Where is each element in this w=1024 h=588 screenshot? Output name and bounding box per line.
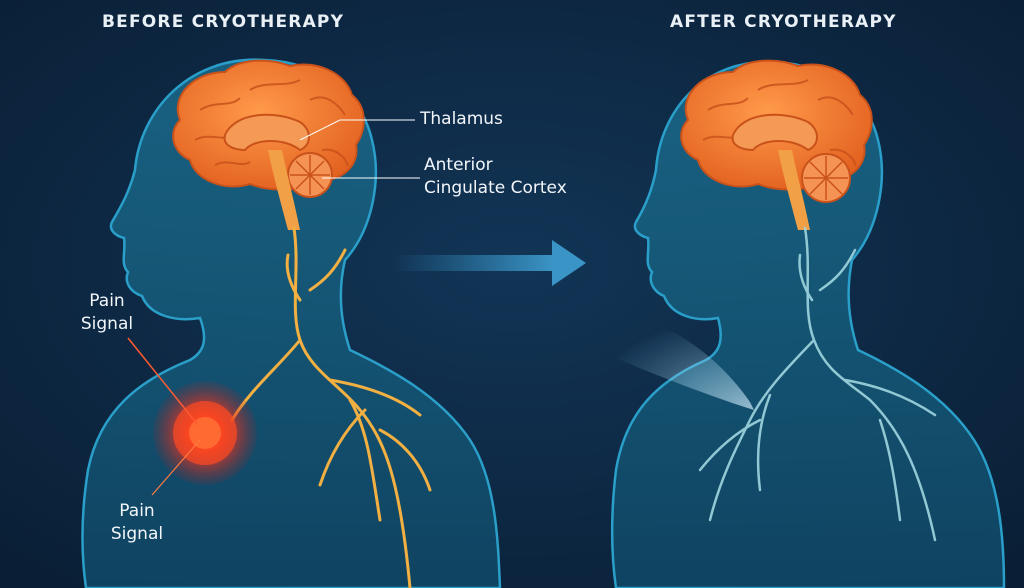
pain-pointer-upper bbox=[127, 337, 199, 426]
left-thalamus bbox=[223, 113, 310, 152]
left-cingulate-texture bbox=[290, 155, 330, 195]
right-thalamus bbox=[731, 113, 818, 152]
left-brainstem bbox=[268, 150, 300, 230]
left-brain-folds bbox=[194, 79, 349, 167]
pain-signal-lower-label: Pain Signal bbox=[102, 500, 172, 546]
right-arrow-icon bbox=[552, 240, 586, 286]
thalamus-label: Thalamus bbox=[420, 109, 503, 129]
left-figure bbox=[81, 58, 502, 588]
pain-signal-upper-label: Pain Signal bbox=[72, 290, 142, 336]
pain-upper-line1: Pain bbox=[89, 291, 125, 311]
pain-lower-line2: Signal bbox=[110, 524, 164, 544]
before-heading: BEFORE CRYOTHERAPY bbox=[102, 12, 345, 32]
acc-line2: Cingulate Cortex bbox=[424, 178, 567, 198]
right-cingulate-texture bbox=[804, 156, 848, 200]
right-figure bbox=[585, 59, 1006, 588]
pain-signal-icon bbox=[189, 417, 221, 449]
acc-line1: Anterior bbox=[424, 155, 493, 175]
arrow-shaft bbox=[392, 255, 554, 271]
pain-upper-line2: Signal bbox=[80, 314, 134, 334]
thalamus-pointer bbox=[299, 119, 341, 141]
transition-arrow bbox=[392, 240, 586, 286]
right-brainstem bbox=[778, 150, 810, 230]
after-heading: AFTER CRYOTHERAPY bbox=[670, 12, 897, 32]
pain-lower-line1: Pain bbox=[119, 501, 155, 521]
anterior-cingulate-label: Anterior Cingulate Cortex bbox=[424, 154, 567, 200]
right-nerves-cooled bbox=[698, 226, 937, 542]
cold-spray-icon bbox=[585, 313, 754, 410]
pain-pointer-lower bbox=[151, 439, 201, 496]
